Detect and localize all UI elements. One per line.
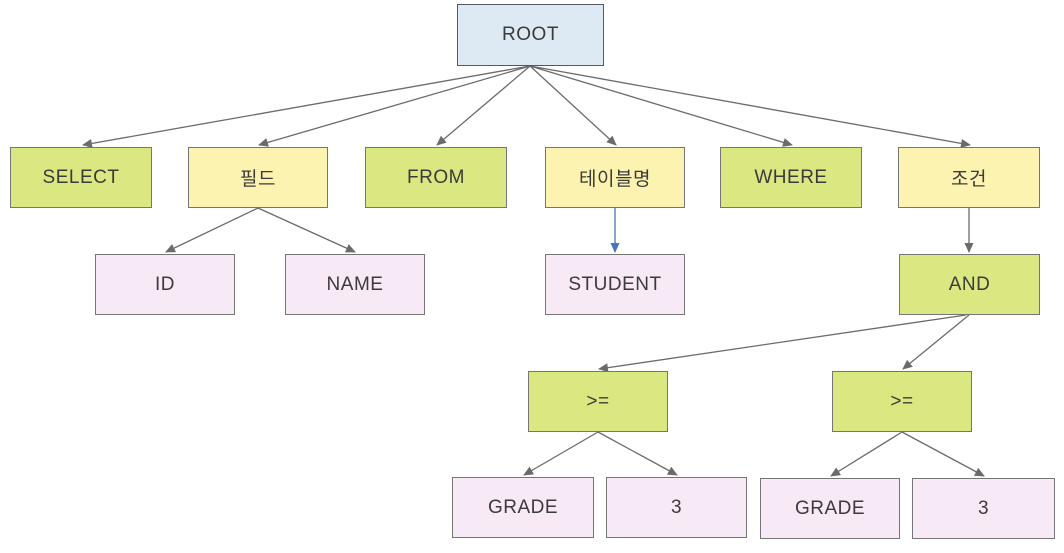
node-where: WHERE	[720, 147, 862, 208]
node-table-name: 테이블명	[545, 147, 685, 208]
node-student: STUDENT	[545, 254, 685, 315]
edge-root-field	[258, 65, 531, 147]
edge-field-name	[257, 207, 356, 253]
edge-root-where	[529, 65, 793, 147]
node-three-right: 3	[912, 478, 1055, 539]
node-grade-left: GRADE	[452, 477, 594, 538]
node-three-left: 3	[606, 477, 747, 538]
edge-ge2-three2	[901, 431, 985, 477]
node-name: NAME	[285, 254, 425, 315]
edge-root-select	[82, 65, 531, 148]
edge-root-from	[436, 65, 531, 146]
edge-and-ge2	[902, 314, 970, 370]
edge-field-id	[165, 207, 259, 253]
node-field: 필드	[188, 147, 328, 208]
edge-ge2-grade2	[830, 431, 903, 477]
edge-and-ge1	[598, 314, 967, 373]
node-gte-left: >=	[528, 371, 668, 432]
edge-root-cond	[529, 65, 971, 148]
edge-ge1-three1	[597, 431, 678, 476]
node-root: ROOT	[457, 4, 604, 66]
edge-ge1-grade1	[523, 431, 599, 476]
node-gte-right: >=	[832, 371, 972, 432]
node-from: FROM	[365, 147, 507, 208]
edge-root-table	[529, 65, 617, 146]
node-and: AND	[899, 254, 1040, 315]
node-condition: 조건	[898, 147, 1040, 208]
node-id: ID	[95, 254, 235, 315]
node-grade-right: GRADE	[760, 478, 900, 539]
node-select: SELECT	[10, 147, 152, 208]
